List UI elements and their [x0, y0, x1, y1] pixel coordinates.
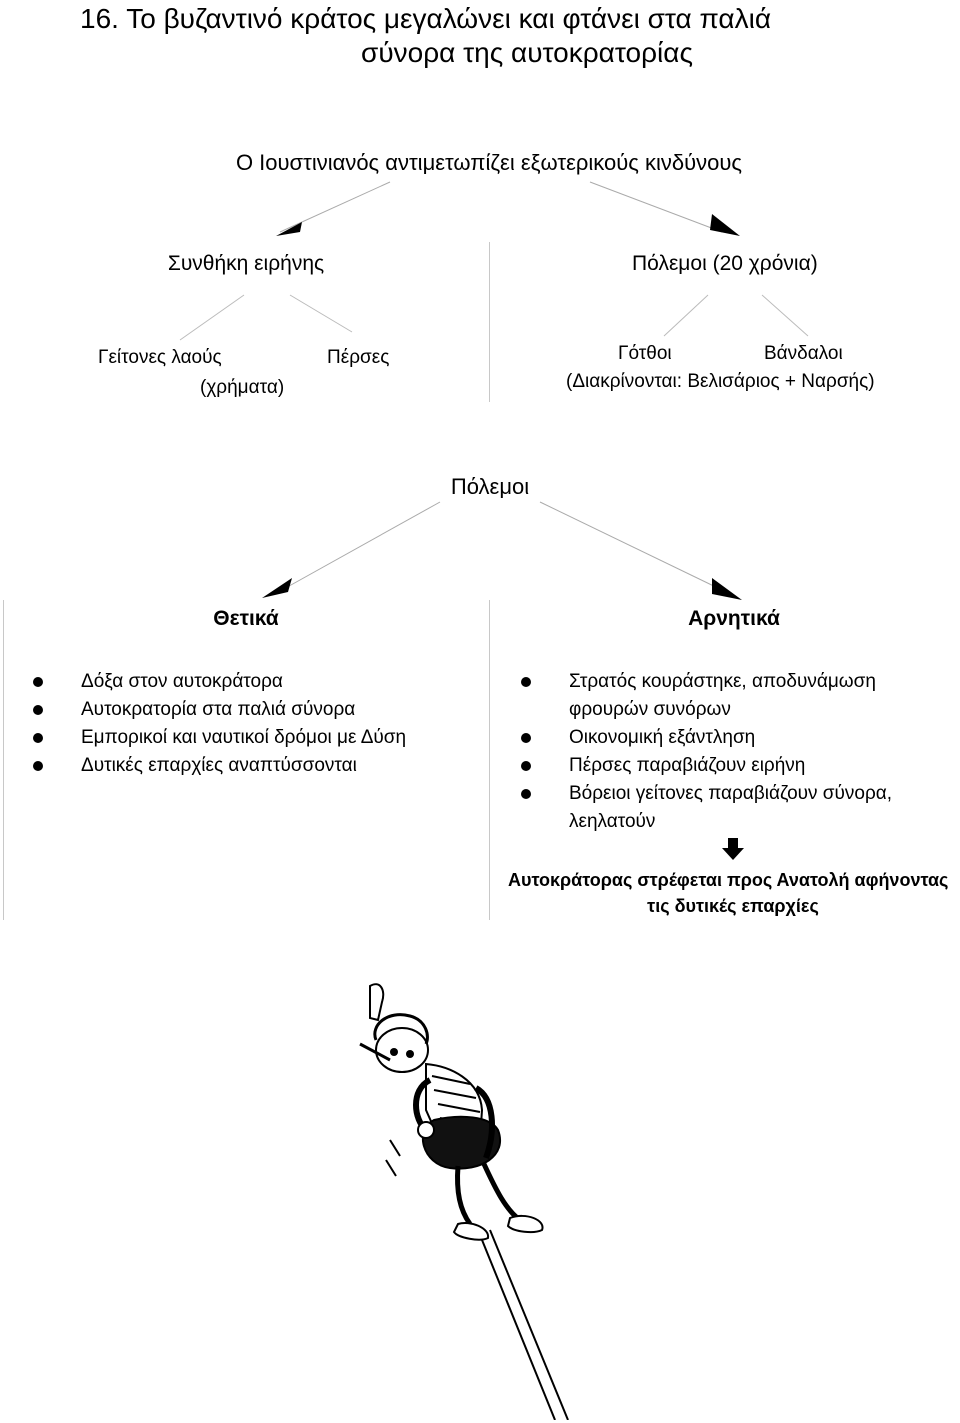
- list-item: Οικονομική εξάντληση: [521, 724, 892, 752]
- negative-heading: Αρνητικά: [688, 607, 780, 630]
- connector-left-a: [179, 294, 245, 341]
- pole-vault-soldier-cartoon: [359, 983, 569, 1420]
- wars-node: Πόλεμοι: [450, 474, 530, 499]
- page-title-line1: 16. Το βυζαντινό κράτος μεγαλώνει και φτ…: [80, 3, 772, 34]
- positive-heading: Θετικά: [213, 607, 279, 630]
- bullet-dot-icon: [33, 705, 43, 715]
- conclusion-line2: τις δυτικές επαρχίες: [647, 896, 819, 916]
- bullet-dot-icon: [521, 677, 531, 687]
- list-item: Δόξα στον αυτοκράτορα: [33, 668, 406, 696]
- bullet-dot-icon: [33, 761, 43, 771]
- divider-top: [489, 242, 490, 402]
- page-title-line2: σύνορα της αυτοκρατορίας: [361, 37, 693, 68]
- right-note: (Διακρίνονται: Βελισάριος + Ναρσής): [566, 371, 875, 392]
- conclusion-line1: Αυτοκράτορας στρέφεται προς Ανατολή αφήν…: [508, 870, 949, 890]
- positive-list: Δόξα στον αυτοκράτορα Αυτοκρατορία στα π…: [33, 668, 406, 780]
- divider-left-edge: [3, 600, 4, 920]
- list-item: Πέρσες παραβιάζουν ειρήνη: [521, 752, 892, 780]
- connector-top-right: [589, 181, 723, 233]
- list-item: Βόρειοι γείτονες παραβιάζουν σύνορα,λεηλ…: [521, 780, 892, 836]
- list-item: Εμπορικοί και ναυτικοί δρόμοι με Δύση: [33, 724, 406, 752]
- arrowhead-icon: [276, 222, 302, 236]
- left-child1-line1: Γείτονες λαούς: [98, 347, 222, 368]
- list-item: Αυτοκρατορία στα παλιά σύνορα: [33, 696, 406, 724]
- bullet-dot-icon: [521, 789, 531, 799]
- down-arrow-icon: [722, 838, 744, 860]
- left-child2: Πέρσες: [327, 347, 390, 368]
- connector-wars-right: [539, 501, 723, 591]
- connector-left-b: [289, 294, 353, 333]
- arrowhead-icon: [710, 214, 740, 236]
- list-item: Δυτικές επαρχίες αναπτύσσονται: [33, 752, 406, 780]
- left-branch-label: Συνθήκη ειρήνης: [167, 252, 325, 275]
- left-child1-line2: (χρήματα): [200, 377, 285, 398]
- bullet-dot-icon: [521, 733, 531, 743]
- bullet-dot-icon: [33, 733, 43, 743]
- connector-right-a: [663, 294, 709, 337]
- arrowhead-icon: [712, 578, 742, 600]
- connector-wars-left: [281, 501, 441, 591]
- right-branch-label: Πόλεμοι (20 χρόνια): [632, 252, 818, 275]
- divider-columns: [489, 600, 490, 920]
- right-child1: Γότθοι: [618, 343, 672, 364]
- right-child2: Βάνδαλοι: [764, 343, 843, 364]
- top-node: Ο Ιουστινιανός αντιμετωπίζει εξωτερικούς…: [235, 150, 743, 175]
- arrowhead-icon: [262, 578, 292, 598]
- bullet-dot-icon: [33, 677, 43, 687]
- connector-top-left: [279, 181, 391, 233]
- connector-right-b: [761, 294, 809, 337]
- bullet-dot-icon: [521, 761, 531, 771]
